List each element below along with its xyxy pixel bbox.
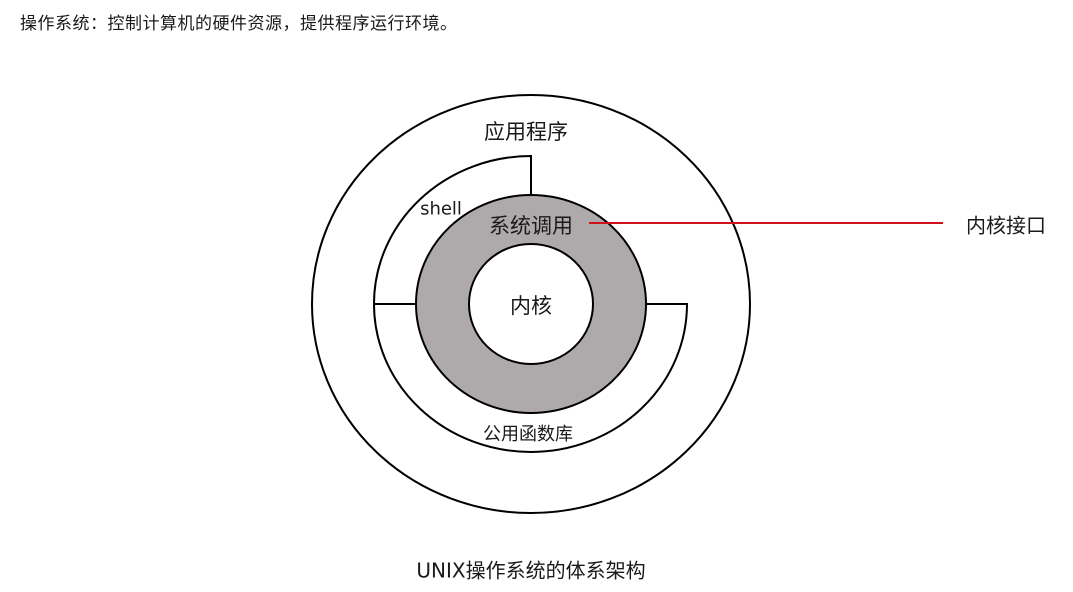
application-label: 应用程序: [484, 120, 568, 144]
system-call-label: 系统调用: [489, 214, 573, 238]
header-definition-text: 操作系统：控制计算机的硬件资源，提供程序运行环境。: [20, 14, 458, 34]
diagram-caption: UNIX操作系统的体系架构: [416, 558, 646, 583]
library-layer-arc: [373, 303, 689, 454]
library-label: 公用函数库: [483, 424, 573, 445]
kernel-label: 内核: [510, 294, 552, 318]
kernel-interface-label: 内核接口: [966, 213, 1046, 238]
shell-label: shell: [420, 198, 462, 220]
shell-layer-arc: [373, 154, 532, 305]
kernel-core-circle: [468, 243, 594, 365]
